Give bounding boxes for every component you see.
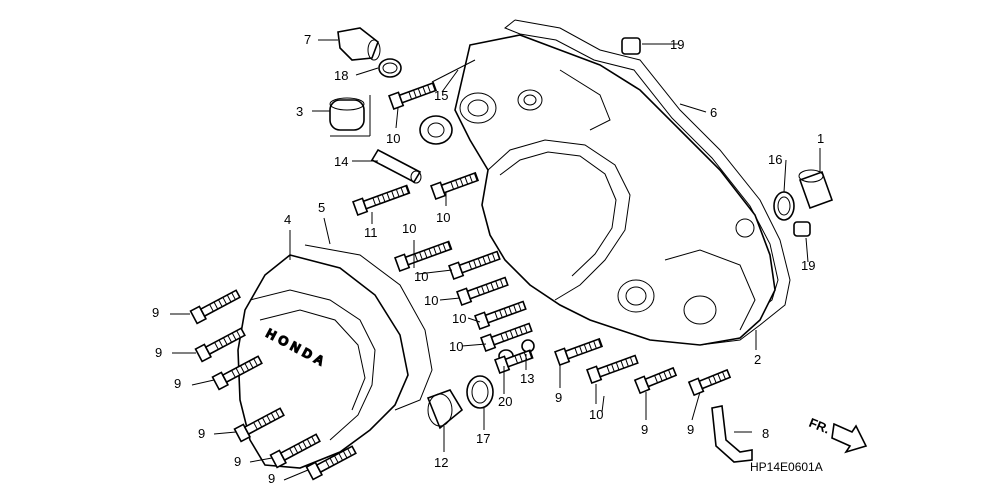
leader-line	[783, 159, 787, 193]
callout-9-h: 9	[641, 422, 648, 437]
callout-13: 13	[520, 371, 534, 386]
callout-19-a: 19	[670, 37, 684, 52]
cap-3	[329, 97, 365, 131]
leader-line	[691, 391, 701, 421]
callout-2: 2	[754, 352, 761, 367]
bolt	[633, 366, 678, 395]
callout-10-b: 10	[436, 210, 450, 225]
callout-18: 18	[334, 68, 348, 83]
o-ring-17	[466, 375, 494, 409]
gasket-outline	[504, 19, 791, 346]
callout-12: 12	[434, 455, 448, 470]
callout-19-b: 19	[801, 258, 815, 273]
bushing-1	[798, 169, 834, 210]
callout-11: 11	[364, 225, 378, 240]
oil-seal-15	[419, 115, 453, 145]
breather-hose-8	[711, 405, 753, 463]
front-direction-arrow: FR.	[807, 415, 868, 454]
callout-9-a: 9	[152, 305, 159, 320]
bolt	[305, 445, 357, 481]
callout-5: 5	[318, 200, 325, 215]
bolt	[456, 276, 509, 306]
callout-9-d: 9	[198, 426, 205, 441]
leader-line	[323, 217, 331, 245]
o-ring-18-inner	[382, 62, 398, 74]
callout-16: 16	[768, 152, 782, 167]
bolt	[394, 240, 453, 272]
right-crankcase-cover	[454, 34, 776, 346]
callout-8: 8	[762, 426, 769, 441]
callout-4: 4	[284, 212, 291, 227]
bolt	[430, 171, 480, 200]
lever-14	[370, 148, 422, 184]
bolt	[474, 300, 527, 330]
leader-line	[439, 297, 461, 301]
leader-line	[249, 457, 273, 463]
bolt	[480, 322, 533, 352]
callout-9-e: 9	[234, 454, 241, 469]
direction-label: FR.	[807, 415, 832, 437]
o-ring-18	[378, 58, 402, 78]
callout-17: 17	[476, 431, 490, 446]
leader-line	[431, 59, 476, 83]
callout-3: 3	[296, 104, 303, 119]
callout-10-f: 10	[452, 311, 466, 326]
plug-12	[426, 389, 464, 430]
bolt	[194, 327, 246, 363]
callout-9-g: 9	[555, 390, 562, 405]
bolt	[189, 289, 241, 325]
bolt	[269, 433, 321, 469]
dowel-pin-19-top	[621, 37, 641, 55]
oil-filler-cap	[337, 27, 381, 61]
callout-7: 7	[304, 32, 311, 47]
leader-line	[805, 237, 809, 263]
bolt	[211, 355, 263, 391]
leader-line	[441, 69, 459, 93]
callout-1: 1	[817, 131, 824, 146]
callout-10-a: 10	[386, 131, 400, 146]
callout-10-d: 10	[414, 269, 428, 284]
leader-lines	[170, 39, 821, 481]
leader-line	[461, 343, 487, 347]
callout-10-g: 10	[449, 339, 463, 354]
leader-line	[679, 103, 707, 113]
callout-20: 20	[498, 394, 512, 409]
washer-16	[773, 191, 795, 221]
callout-10-c: 10	[402, 221, 416, 236]
washer-16-inner	[777, 196, 791, 216]
leader-line	[417, 269, 453, 275]
callout-14: 14	[334, 154, 348, 169]
leader-line	[395, 107, 399, 129]
callout-10-h: 10	[589, 407, 603, 422]
callout-9-i: 9	[687, 422, 694, 437]
callout-9-c: 9	[174, 376, 181, 391]
bolt	[233, 407, 285, 443]
bolt	[352, 184, 411, 216]
bolt	[687, 368, 732, 397]
callout-15: 15	[434, 88, 448, 103]
leader-line	[601, 395, 605, 413]
clutch-cover: HONDA	[237, 244, 433, 469]
callout-6: 6	[710, 105, 717, 120]
bolt	[388, 81, 438, 110]
leader-line	[283, 469, 309, 481]
o-ring-17-inner	[471, 380, 489, 404]
diagram-code: HP14E0601A	[750, 460, 823, 474]
leader-line	[213, 431, 237, 435]
leader-line	[191, 379, 215, 386]
leader-line	[467, 317, 481, 323]
callout-10-e: 10	[424, 293, 438, 308]
leader-line	[355, 67, 379, 76]
callout-9-f: 9	[268, 471, 275, 486]
callout-9-b: 9	[155, 345, 162, 360]
bolt	[448, 250, 501, 280]
dowel-pin-19-right	[793, 221, 811, 237]
bolt	[554, 337, 604, 366]
bolts	[189, 81, 732, 481]
bolt	[586, 354, 639, 384]
